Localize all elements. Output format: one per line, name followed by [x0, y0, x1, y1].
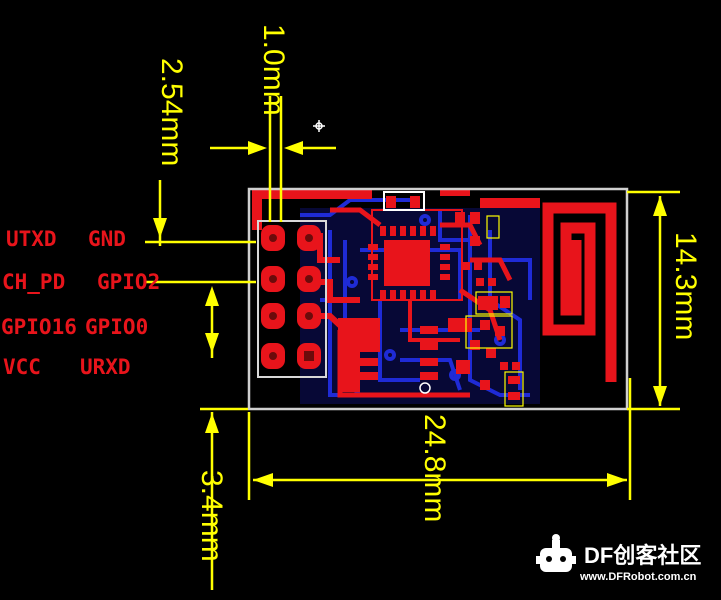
- watermark-url: www.DFRobot.com.cn: [580, 571, 697, 583]
- board-outline: [247, 187, 629, 411]
- antenna-trace: [542, 202, 617, 382]
- origin-marker-icon: [313, 120, 325, 132]
- chip-pad: [384, 240, 430, 286]
- pin-label-ch-pd: CH_PD: [2, 270, 66, 294]
- flash-chip-pads: [360, 326, 438, 380]
- dimension-pin-width: 1.0mm: [257, 24, 290, 116]
- dimension-pin-pitch: 2.54mm: [155, 58, 188, 167]
- pin-header: [257, 220, 327, 378]
- dimension-offset: 3.4mm: [195, 470, 228, 562]
- dimension-length: 24.8mm: [418, 414, 451, 523]
- header-outline: [257, 220, 327, 378]
- pin-label-gnd: GND: [88, 227, 126, 251]
- pin-label-gpio2: GPIO2: [97, 270, 161, 294]
- pin-label-vcc: VCC: [3, 355, 41, 379]
- dimension-height: 14.3mm: [669, 232, 702, 341]
- pin-label-gpio0: GPIO0: [85, 315, 149, 339]
- watermark-name: DF创客社区: [584, 543, 702, 568]
- dfrobot-logo-icon: [536, 534, 576, 572]
- pin-label-utxd: UTXD: [6, 227, 57, 251]
- top-copper-layer: [252, 188, 617, 407]
- pin-label-gpio16: GPIO16: [1, 315, 77, 339]
- pin-label-urxd: URXD: [80, 355, 131, 379]
- dimension-arrows: [153, 141, 667, 487]
